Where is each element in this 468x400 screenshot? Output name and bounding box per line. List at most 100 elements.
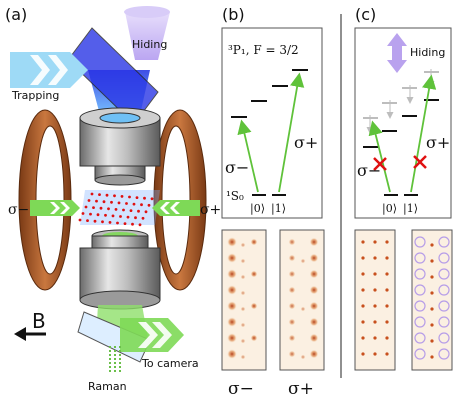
atom-dot [119, 215, 122, 218]
image-spot [373, 320, 377, 324]
image-spot [361, 256, 365, 260]
panel-b-image-left [221, 229, 267, 371]
image-spot [309, 349, 319, 359]
image-spot [361, 272, 365, 276]
hiding-beam-top [124, 6, 170, 18]
panel-b-sigma-plus: σ+ [294, 133, 318, 152]
panel-c-level-box [354, 27, 452, 219]
atom-dot [144, 210, 148, 214]
atom-dot [104, 213, 107, 217]
circle-icon [438, 300, 450, 312]
image-spot [385, 336, 389, 340]
image-spot [288, 286, 296, 294]
image-spot [300, 258, 306, 264]
image-spot [309, 269, 319, 279]
image-spot [240, 306, 246, 312]
circle-icon [438, 252, 450, 264]
image-spot [309, 301, 319, 311]
image-spot [373, 304, 377, 308]
image-spot [361, 336, 365, 340]
panel-b-excited-label: ³P₁, F = 3/2 [228, 43, 299, 57]
atom-dot [117, 201, 121, 205]
image-spot [373, 336, 377, 340]
image-spot [300, 306, 306, 312]
atom-dot [92, 206, 95, 210]
panel-c-sigma-plus: σ+ [426, 133, 450, 152]
image-spot [288, 254, 296, 262]
atom-dot [105, 193, 109, 197]
sigma-plus-beam-icon [152, 200, 200, 216]
atom-dot [143, 196, 146, 200]
image-spot [385, 320, 389, 324]
image-spot [309, 317, 319, 327]
atom-dot [150, 197, 154, 201]
circle-icon [414, 332, 426, 344]
circle-icon [414, 348, 426, 360]
atom-dot [87, 199, 91, 202]
circle-icon [414, 316, 426, 328]
image-spot [373, 240, 377, 244]
panel-b-sigma-minus: σ− [225, 158, 249, 177]
atom-dot [96, 213, 100, 217]
image-spot [250, 302, 258, 310]
atom-dot [99, 206, 103, 210]
image-spot [309, 285, 319, 295]
circle-icon [438, 332, 450, 344]
circle-icon [414, 236, 426, 248]
image-spot [373, 272, 377, 276]
atom-dot [93, 219, 97, 223]
image-spot [430, 307, 434, 311]
atom-dot [122, 208, 125, 212]
image-spot [227, 253, 237, 263]
image-spot [309, 253, 319, 263]
panel-a-sigma-plus: σ+ [200, 202, 221, 218]
image-spot [240, 322, 246, 328]
panel-b-level-box [221, 27, 323, 219]
image-spot [250, 334, 258, 342]
image-spot [361, 288, 365, 292]
panel-c-label: (c) [355, 5, 376, 24]
image-spot [240, 338, 246, 344]
image-spot [288, 334, 296, 342]
panel-b-image-right [279, 229, 325, 371]
atom-dot [111, 214, 115, 218]
image-spot [288, 238, 296, 246]
atom-dot [132, 202, 136, 206]
atom-dot [120, 195, 124, 198]
image-spot [430, 339, 434, 343]
image-spot [430, 291, 434, 295]
panel-b-sigma-plus-arrow-icon [278, 72, 305, 193]
hiding-beam [125, 12, 170, 60]
b-field-label: B [32, 309, 46, 333]
circle-icon [438, 268, 450, 280]
circle-icon [414, 268, 426, 280]
panel-a-label: (a) [5, 5, 27, 24]
image-spot [361, 304, 365, 308]
image-spot [430, 259, 434, 263]
image-spot [361, 240, 365, 244]
image-spot [227, 301, 237, 311]
atom-dot [89, 212, 92, 216]
image-spot [373, 256, 377, 260]
image-spot [385, 256, 389, 260]
upper-objective [79, 107, 161, 186]
image-spot [240, 274, 246, 280]
image-spot [430, 355, 434, 359]
atom-dot [102, 200, 106, 204]
image-spot [240, 354, 246, 360]
atoms [78, 192, 154, 227]
panel-c-ket0: |0⟩ [382, 202, 397, 216]
circle-icon [438, 316, 450, 328]
image-spot [385, 352, 389, 356]
cross-mark-icon [373, 157, 387, 171]
atom-dot [147, 203, 151, 207]
circle-icon [438, 284, 450, 296]
raman-label: Raman [88, 380, 127, 393]
image-spot [227, 237, 237, 247]
atom-dot [135, 196, 139, 200]
image-spot [227, 269, 237, 279]
image-spot [227, 333, 237, 343]
atom-dot [107, 207, 110, 211]
atom-dot [134, 216, 137, 220]
image-spot [385, 272, 389, 276]
